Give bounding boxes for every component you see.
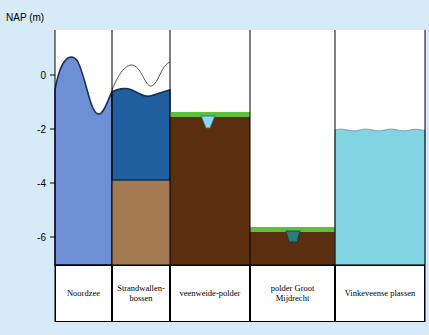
column-label: Strandwallen-bossen: [113, 284, 169, 304]
plot-ground: [55, 30, 425, 265]
column-label-box: Vinkeveense plassen: [335, 265, 425, 322]
sand-layer: [112, 180, 170, 265]
dune-outline: [112, 62, 170, 90]
axis-title: NAP (m): [6, 12, 44, 23]
column-label-box: Strandwallen-bossen: [112, 265, 170, 322]
tick-label: -2: [37, 124, 46, 135]
axis-ticks: [50, 75, 55, 237]
column-label-box: veenweide-polder: [170, 265, 250, 322]
tick-label: -4: [37, 178, 46, 189]
column-label-box: polder Groot Mijdrecht: [250, 265, 335, 322]
groundwater: [112, 88, 170, 180]
peat-layer: [170, 116, 250, 265]
lake-water: [335, 129, 425, 265]
column-label-box: Noordzee: [55, 265, 112, 322]
sea-water: [55, 57, 112, 265]
frame: [55, 30, 425, 322]
column-label: veenweide-polder: [178, 289, 243, 299]
column-label: polder Groot Mijdrecht: [251, 284, 334, 304]
clay-layer: [250, 231, 335, 265]
column-label: Noordzee: [65, 289, 102, 299]
tick-label: -6: [37, 232, 46, 243]
column-label: Vinkeveense plassen: [343, 289, 418, 299]
ditch: [201, 116, 215, 128]
ditch: [286, 231, 300, 242]
tick-label: 0: [40, 70, 46, 81]
